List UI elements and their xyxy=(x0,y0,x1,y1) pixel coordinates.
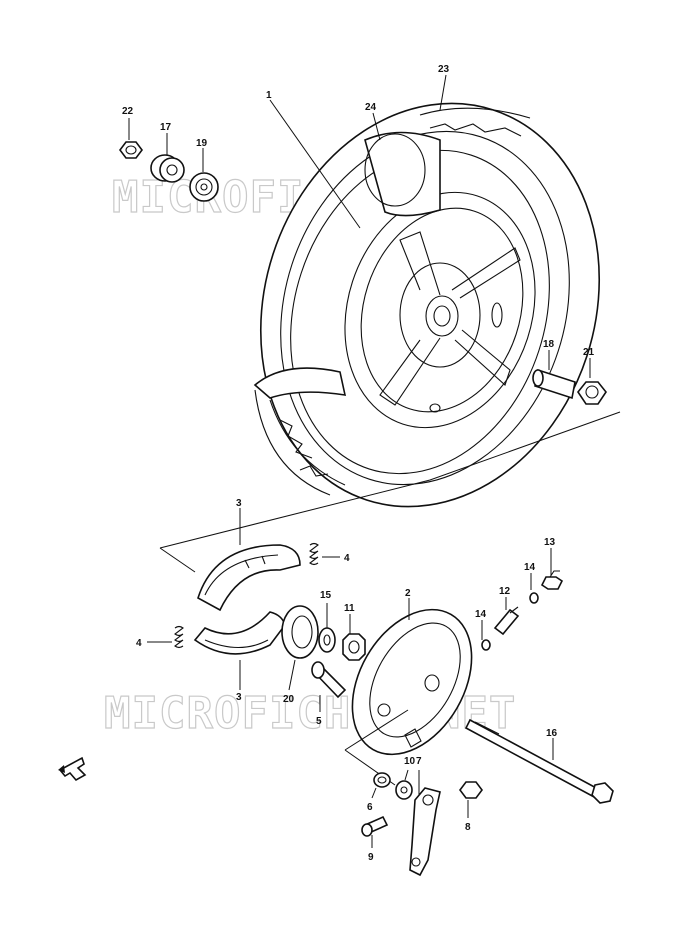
label-part-20: 20 xyxy=(283,694,295,705)
hub xyxy=(399,262,481,368)
label-part-17: 17 xyxy=(160,122,172,133)
axle-16 xyxy=(464,718,614,804)
label-part-3-lower: 3 xyxy=(236,692,242,703)
bearing-19 xyxy=(189,172,219,202)
brake-shoe-lower xyxy=(193,611,286,655)
rim xyxy=(344,191,536,429)
label-part-10: 10 xyxy=(404,756,416,767)
nut-8 xyxy=(459,781,483,799)
part-labels: 1 23 24 22 17 19 18 21 3 4 4 3 15 11 2 1… xyxy=(122,64,595,863)
label-part-2: 2 xyxy=(405,588,411,599)
label-part-7: 7 xyxy=(416,756,422,767)
label-part-13: 13 xyxy=(544,537,556,548)
label-part-22: 22 xyxy=(122,106,134,117)
wheel-assembly xyxy=(253,102,601,508)
label-part-21: 21 xyxy=(583,347,595,358)
label-part-6: 6 xyxy=(367,802,373,813)
label-part-5: 5 xyxy=(316,716,322,727)
brake-shoe-upper xyxy=(197,544,301,612)
fitting-13 xyxy=(540,570,564,590)
leader-lines xyxy=(128,74,591,848)
label-part-15: 15 xyxy=(320,590,332,601)
label-part-3-upper: 3 xyxy=(236,498,242,509)
front-direction-arrow-icon xyxy=(58,756,87,782)
circlip-6 xyxy=(373,772,391,788)
label-part-4-lower: 4 xyxy=(136,638,142,649)
bolt-9 xyxy=(361,815,389,837)
label-part-9: 9 xyxy=(368,852,374,863)
oil-seal-20 xyxy=(281,605,319,659)
label-part-14-lower: 14 xyxy=(475,609,487,620)
washer-10 xyxy=(395,780,413,800)
assembly-plane-line xyxy=(159,411,621,549)
fitting-12 xyxy=(493,606,520,636)
spring-4-upper xyxy=(309,542,319,566)
label-part-12: 12 xyxy=(499,586,511,597)
label-part-19: 19 xyxy=(196,138,208,149)
nut-22 xyxy=(119,141,143,159)
label-part-1: 1 xyxy=(266,90,272,101)
spring-4-lower xyxy=(174,625,184,649)
brake-arm-7 xyxy=(409,787,441,877)
axle-spacer-18 xyxy=(532,368,576,400)
gear-11 xyxy=(342,633,366,661)
label-part-11: 11 xyxy=(344,603,355,614)
tire-section-lower xyxy=(253,367,347,399)
label-part-14-upper: 14 xyxy=(524,562,536,573)
washer-14-lower xyxy=(481,639,491,651)
washer-14-upper xyxy=(529,592,539,604)
axle-nut-21 xyxy=(577,381,607,405)
label-part-16: 16 xyxy=(546,728,558,739)
brake-cam-5 xyxy=(311,661,347,699)
brake-panel-2 xyxy=(351,608,473,756)
spacer-17 xyxy=(150,154,185,183)
label-part-18: 18 xyxy=(543,339,555,350)
label-part-8: 8 xyxy=(465,822,471,833)
washer-15 xyxy=(318,627,336,653)
label-part-23: 23 xyxy=(438,64,450,75)
label-part-24: 24 xyxy=(365,102,377,113)
label-part-4-upper: 4 xyxy=(344,553,350,564)
